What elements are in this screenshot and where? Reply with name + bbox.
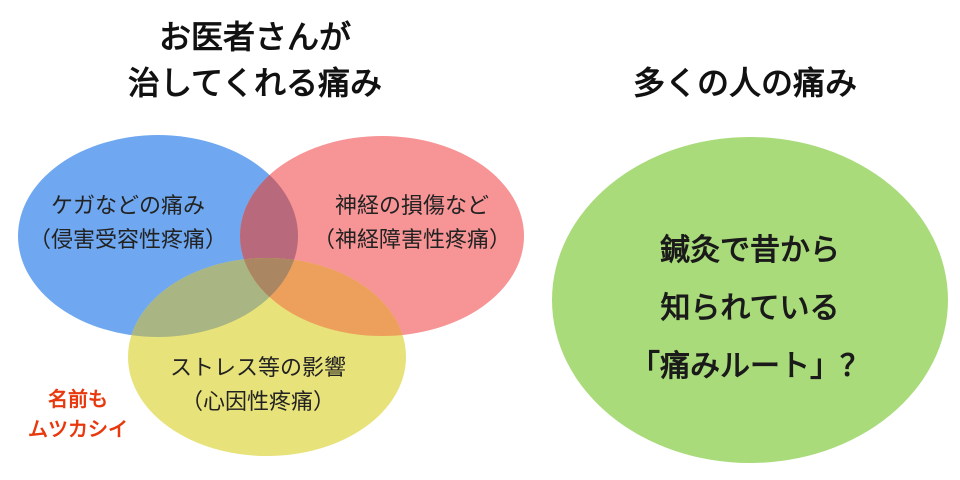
stress-name: ストレス等の影響 — [169, 356, 346, 381]
route-line-1: 鍼灸で昔から — [660, 233, 840, 268]
stress-term: （心因性疼痛） — [180, 390, 335, 415]
venn-label-nerve: 神経の損傷など （神経障害性疼痛） — [292, 190, 532, 258]
route-text: 鍼灸で昔から 知られている 「痛みルート」？ — [590, 222, 910, 396]
venn-label-injury: ケガなどの痛み （侵害受容性疼痛） — [8, 190, 248, 258]
route-line-3: 「痛みルート」？ — [630, 349, 870, 384]
injury-term: （侵害受容性疼痛） — [28, 228, 227, 253]
nerve-name: 神経の損傷など — [334, 194, 489, 219]
venn-overlap-nerve-stress — [240, 258, 406, 336]
route-line-2: 知られている — [660, 291, 840, 326]
route-circle — [552, 137, 948, 463]
venn-overlap-injury-stress — [128, 258, 298, 337]
side-note: 名前も ムツカシイ — [8, 384, 148, 444]
nerve-term: （神経障害性疼痛） — [312, 228, 511, 253]
side-note-line-2: ムツカシイ — [28, 417, 128, 441]
injury-name: ケガなどの痛み — [50, 194, 205, 219]
right-title: 多くの人の痛み — [632, 64, 857, 102]
venn-title: お医者さんが 治してくれる痛み — [60, 14, 450, 106]
side-note-line-1: 名前も — [48, 387, 108, 411]
venn-title-line-1: お医者さんが — [158, 18, 351, 56]
venn-label-stress: ストレス等の影響 （心因性疼痛） — [148, 352, 368, 420]
venn-title-line-2: 治してくれる痛み — [127, 64, 383, 102]
